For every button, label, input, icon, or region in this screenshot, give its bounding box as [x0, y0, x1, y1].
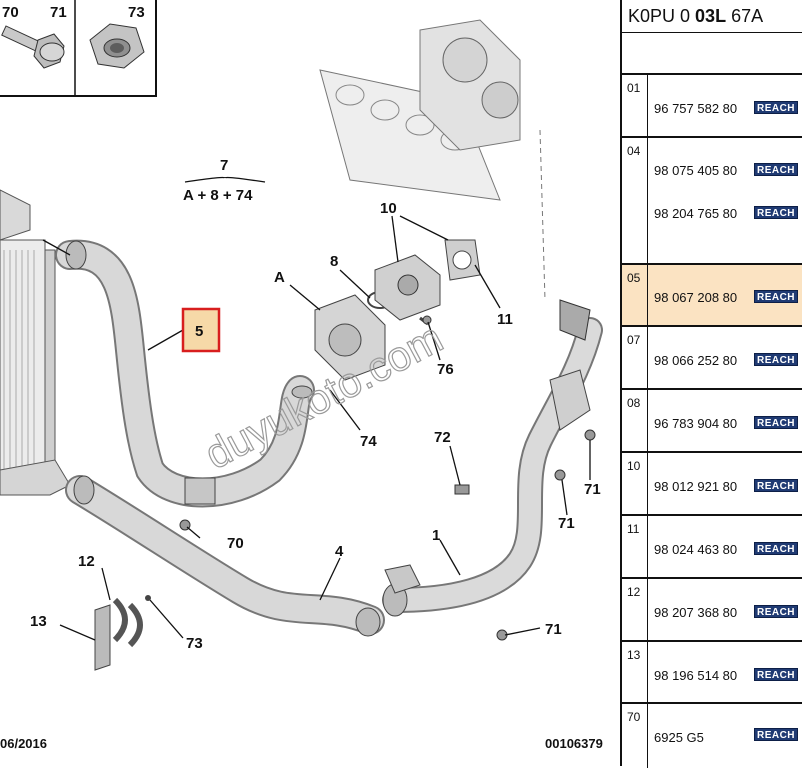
- hose-4-drawing: [65, 475, 385, 637]
- part-index: 13: [622, 642, 648, 702]
- part-reference: 98 012 921 80: [654, 479, 738, 494]
- highlight-box-5[interactable]: [181, 307, 221, 353]
- reach-badge[interactable]: REACH: [754, 542, 798, 555]
- header-bold: 03L: [695, 5, 727, 26]
- label-7-formula: A + 8 + 74: [183, 187, 253, 204]
- label-70-mid: 70: [227, 535, 244, 552]
- part-row-07[interactable]: 07 98 066 252 80 REACH: [622, 327, 802, 390]
- label-1: 1: [432, 527, 440, 544]
- part-index: 07: [622, 327, 648, 388]
- part-row-05[interactable]: 05 98 067 208 80 REACH: [622, 265, 802, 327]
- part-index: 70: [622, 704, 648, 768]
- part-row-04[interactable]: 04 98 075 405 80 REACH 98 204 765 80 REA…: [622, 138, 802, 265]
- reach-badge[interactable]: REACH: [754, 206, 798, 219]
- part-reference: 98 024 463 80: [654, 542, 738, 557]
- label-74: 74: [360, 433, 377, 450]
- diagram-date: 06/2016: [0, 736, 47, 751]
- reach-badge[interactable]: REACH: [754, 101, 798, 114]
- part-reference: 98 196 514 80: [654, 668, 738, 683]
- part-reference: 98 066 252 80: [654, 353, 738, 368]
- hose-5-drawing: [55, 239, 315, 508]
- part-reference: 96 783 904 80: [654, 416, 738, 431]
- part-index: 10: [622, 453, 648, 514]
- part-row-70[interactable]: 70 6925 G5 REACH: [622, 704, 802, 768]
- label-70-top: 70: [2, 4, 19, 21]
- label-12: 12: [78, 553, 95, 570]
- bolt-icon: [1, 25, 65, 69]
- part-row-11[interactable]: 11 98 024 463 80 REACH: [622, 516, 802, 579]
- label-4: 4: [335, 543, 344, 560]
- manifold-turbo-drawing: [319, 19, 546, 301]
- label-71-mid: 71: [558, 515, 575, 532]
- pipe-1-drawing: [382, 299, 603, 617]
- part-row-13[interactable]: 13 98 196 514 80 REACH: [622, 642, 802, 704]
- label-8: 8: [330, 253, 338, 270]
- part-index: 04: [622, 138, 648, 263]
- part-reference: 98 075 405 80: [654, 163, 738, 178]
- part-index: 01: [622, 75, 648, 136]
- header-suffix: 67A: [726, 5, 764, 26]
- label-a: A: [274, 269, 285, 286]
- part-reference: 98 067 208 80: [654, 290, 738, 305]
- label-7: 7: [220, 157, 228, 174]
- part-reference: 96 757 582 80: [654, 101, 738, 116]
- label-72: 72: [434, 429, 451, 446]
- part-row-01[interactable]: 01 96 757 582 80 REACH: [622, 75, 802, 138]
- leader-lines: [42, 215, 591, 641]
- reach-badge[interactable]: REACH: [754, 353, 798, 366]
- part-row-08[interactable]: 08 96 783 904 80 REACH: [622, 390, 802, 453]
- label-71-bottom: 71: [545, 621, 562, 638]
- screw-icons: [179, 315, 596, 641]
- nut-icon: [89, 23, 145, 69]
- reach-badge[interactable]: REACH: [754, 416, 798, 429]
- reach-badge[interactable]: REACH: [754, 479, 798, 492]
- parts-list-panel: K0PU 0 03L 67A 01 96 757 582 80 REACH 04…: [620, 0, 802, 768]
- label-73-bottom: 73: [186, 635, 203, 652]
- part-reference: 98 204 765 80: [654, 206, 738, 221]
- part-row-12[interactable]: 12 98 207 368 80 REACH: [622, 579, 802, 642]
- label-10: 10: [380, 200, 397, 217]
- part-index: 12: [622, 579, 648, 640]
- label-13: 13: [30, 613, 47, 630]
- bracket-12-13-drawing: [94, 595, 151, 671]
- reach-badge[interactable]: REACH: [754, 290, 798, 303]
- fastener-box: 70 71 73: [0, 0, 157, 97]
- label-5: 5: [195, 323, 203, 340]
- label-73-top: 73: [128, 4, 145, 21]
- brace-7: [184, 176, 266, 183]
- diagram-reference: 00106379: [545, 736, 603, 751]
- parts-list-header: K0PU 0 03L 67A: [622, 0, 802, 33]
- header-prefix: K0PU 0: [628, 5, 696, 26]
- part-index: 05: [622, 265, 648, 325]
- header-spacer: [622, 33, 802, 75]
- exploded-parts-diagram: 70 71 73 7 A + 8 + 74: [0, 0, 603, 751]
- reach-badge[interactable]: REACH: [754, 668, 798, 681]
- part-index: 08: [622, 390, 648, 451]
- label-11: 11: [497, 311, 513, 328]
- part-reference: 98 207 368 80: [654, 605, 738, 620]
- part-row-10[interactable]: 10 98 012 921 80 REACH: [622, 453, 802, 516]
- reach-badge[interactable]: REACH: [754, 728, 798, 741]
- label-76: 76: [437, 361, 454, 378]
- diagram-canvas: 70 71 73 7 A + 8 + 74: [0, 0, 603, 751]
- part-index: 11: [622, 516, 648, 577]
- label-71-right: 71: [584, 481, 601, 498]
- reach-badge[interactable]: REACH: [754, 605, 798, 618]
- part-reference: 6925 G5: [654, 730, 704, 745]
- reach-badge[interactable]: REACH: [754, 163, 798, 176]
- intercooler-drawing: [0, 189, 71, 496]
- label-71-top: 71: [50, 4, 67, 21]
